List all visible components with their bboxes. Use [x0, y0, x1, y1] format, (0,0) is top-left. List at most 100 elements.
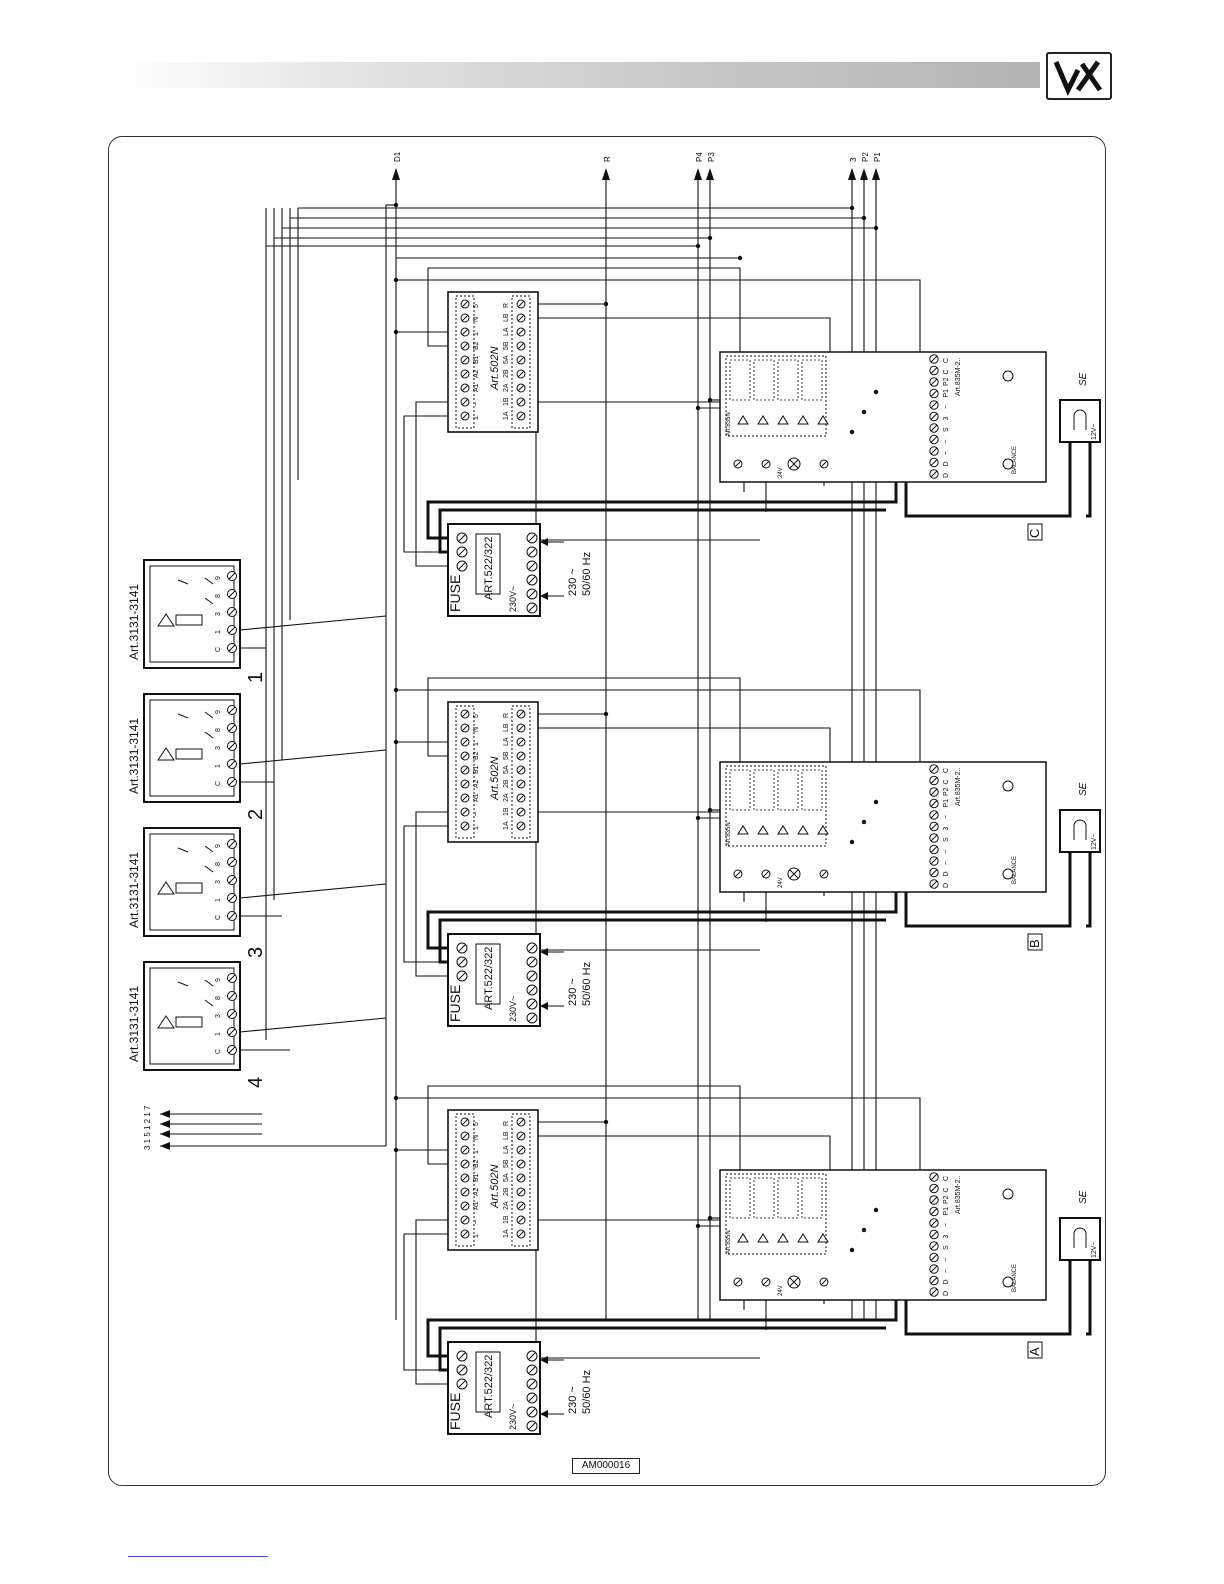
terminal-slot	[461, 1188, 469, 1196]
terminal-screw	[526, 1392, 538, 1404]
terminal-screw	[460, 1201, 470, 1211]
terminal-screw	[526, 532, 538, 544]
terminal-slot	[930, 1208, 938, 1215]
terminal-slot	[228, 724, 236, 732]
footer-link-underline[interactable]	[128, 1556, 268, 1557]
door-terminal-label: C	[943, 768, 950, 773]
vx-logo-icon	[1046, 52, 1112, 100]
terminal-screw	[460, 821, 470, 831]
terminal-screw	[761, 459, 771, 469]
terminal-slot	[762, 460, 770, 468]
terminal-screw	[227, 759, 237, 769]
relay-terminal-label: A2	[473, 1187, 480, 1196]
terminal-screw	[516, 411, 526, 421]
terminal-screw	[526, 970, 538, 982]
relay-terminal-label: 1	[473, 742, 480, 746]
terminal-screw	[460, 1117, 470, 1127]
relay-model-label: Art.502N	[489, 347, 501, 391]
junction-dot	[849, 429, 855, 435]
relay-terminal-label: R	[503, 713, 510, 718]
terminal-slot	[930, 846, 938, 853]
door-terminal-label: S	[943, 1245, 950, 1250]
terminal-screw	[516, 765, 526, 775]
bus-terminal-label: 3	[849, 157, 858, 162]
door-terminal-label: 3	[943, 417, 950, 421]
station-terminal-label: 3	[215, 612, 222, 616]
relay-terminal-label: ~	[473, 812, 480, 816]
relay-terminal-label: 5	[473, 1122, 480, 1126]
relay-terminal-label: ~	[473, 1220, 480, 1224]
psu-model-label: ART.522/322	[483, 947, 495, 1010]
junction-dot	[849, 1247, 855, 1253]
terminal-slot	[517, 356, 525, 364]
relay-terminal-strip	[455, 705, 475, 839]
terminal-screw	[227, 857, 237, 867]
lock-wire	[904, 1260, 1072, 1336]
psu-voltage-label: 230V~	[508, 1404, 518, 1430]
terminal-slot	[734, 870, 742, 878]
button-module	[725, 355, 827, 437]
terminal-slot	[517, 1230, 525, 1238]
terminal-screw	[460, 751, 470, 761]
junction-dot	[393, 329, 399, 335]
terminal-slot	[528, 1014, 536, 1022]
terminal-screw	[460, 1131, 470, 1141]
terminal-slot	[517, 1202, 525, 1210]
terminal-slot	[461, 356, 469, 364]
terminal-slot	[528, 1380, 536, 1388]
terminal-slot	[930, 355, 938, 363]
terminal-slot	[461, 808, 469, 816]
lock-wire	[904, 852, 1072, 928]
terminal-slot	[930, 811, 938, 819]
diode-icon	[817, 415, 829, 425]
terminal-screw	[516, 779, 526, 789]
terminal-screw	[526, 1012, 538, 1024]
door-terminal-label: P1	[943, 1207, 950, 1216]
junction-dot	[707, 235, 713, 241]
button-slot	[753, 769, 775, 811]
terminal-slot	[528, 562, 536, 570]
psu-display	[475, 943, 501, 1005]
relay-terminal-label: ~	[473, 402, 480, 406]
lamp-cross	[789, 1277, 799, 1287]
station-model-label: Art.3131-3141	[127, 852, 141, 928]
junction-dot	[603, 711, 609, 717]
terminal-slot	[461, 822, 469, 830]
relay-terminal-label: LB	[503, 1131, 510, 1140]
terminal-slot	[517, 1174, 525, 1182]
relay-terminal-label: 5	[473, 714, 480, 718]
bus-arrow-icon	[392, 168, 400, 180]
terminal-screw	[456, 1364, 468, 1376]
terminal-screw	[460, 383, 470, 393]
terminal-slot	[528, 1366, 536, 1374]
speaker-icon	[157, 613, 175, 627]
terminal-screw	[526, 984, 538, 996]
terminal-screw	[819, 869, 829, 879]
terminal-screw	[460, 709, 470, 719]
panel-model-label: Art.835N	[726, 412, 732, 436]
psu-fuse-label: FUSE	[447, 985, 463, 1022]
relay-terminal-label: 5B	[503, 1159, 510, 1168]
terminal-slot	[228, 778, 236, 786]
terminal-slot	[461, 398, 469, 406]
door-terminal-label: C	[943, 369, 950, 374]
terminal-screw	[929, 833, 939, 843]
terminal-screw	[761, 1277, 771, 1287]
signal-wire	[403, 415, 465, 553]
diode-icon	[757, 415, 769, 425]
diode-icon	[797, 1233, 809, 1243]
handset-icon	[175, 748, 203, 760]
terminal-slot	[930, 367, 938, 374]
terminal-screw	[456, 532, 468, 544]
door-terminal-label: ~	[943, 1269, 950, 1273]
button-slot	[777, 769, 799, 811]
diode-icon	[757, 825, 769, 835]
terminal-slot	[228, 706, 236, 714]
bus-terminal-label: P1	[873, 152, 882, 162]
relay-terminal-label: B1	[473, 355, 480, 364]
terminal-screw	[456, 546, 468, 558]
terminal-screw	[460, 313, 470, 323]
terminal-screw	[929, 365, 939, 376]
bus-arrow-icon	[160, 1110, 170, 1118]
terminal-slot	[461, 1202, 469, 1210]
